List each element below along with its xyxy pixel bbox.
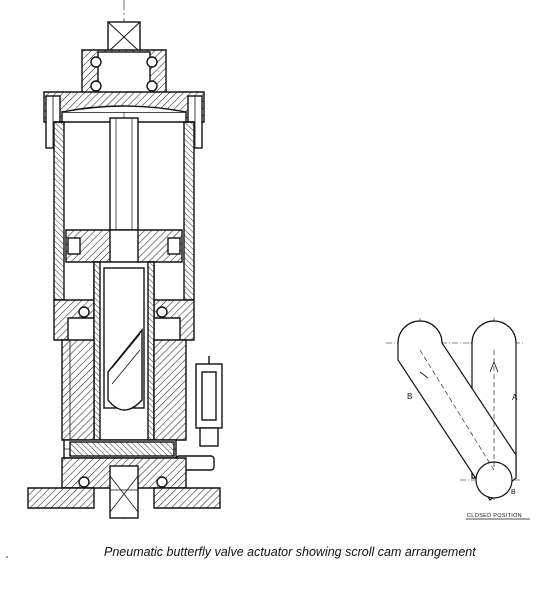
- closed-position-label: CLOSED POSITION: [467, 513, 522, 519]
- caption-text: Pneumatic butterfly valve actuator showi…: [104, 545, 476, 559]
- cam-label-b: B: [407, 392, 412, 401]
- cam-label-a: A: [512, 393, 518, 402]
- cam-label-b-end: B: [511, 489, 516, 496]
- scroll-cam-diagram: [386, 318, 524, 501]
- actuator-section: [27, 0, 223, 520]
- scan-speck: [6, 556, 8, 558]
- technical-drawing: A B B CLOSED POSITION: [27, 0, 530, 520]
- figure-caption: Pneumatic butterfly valve actuator showi…: [6, 544, 536, 561]
